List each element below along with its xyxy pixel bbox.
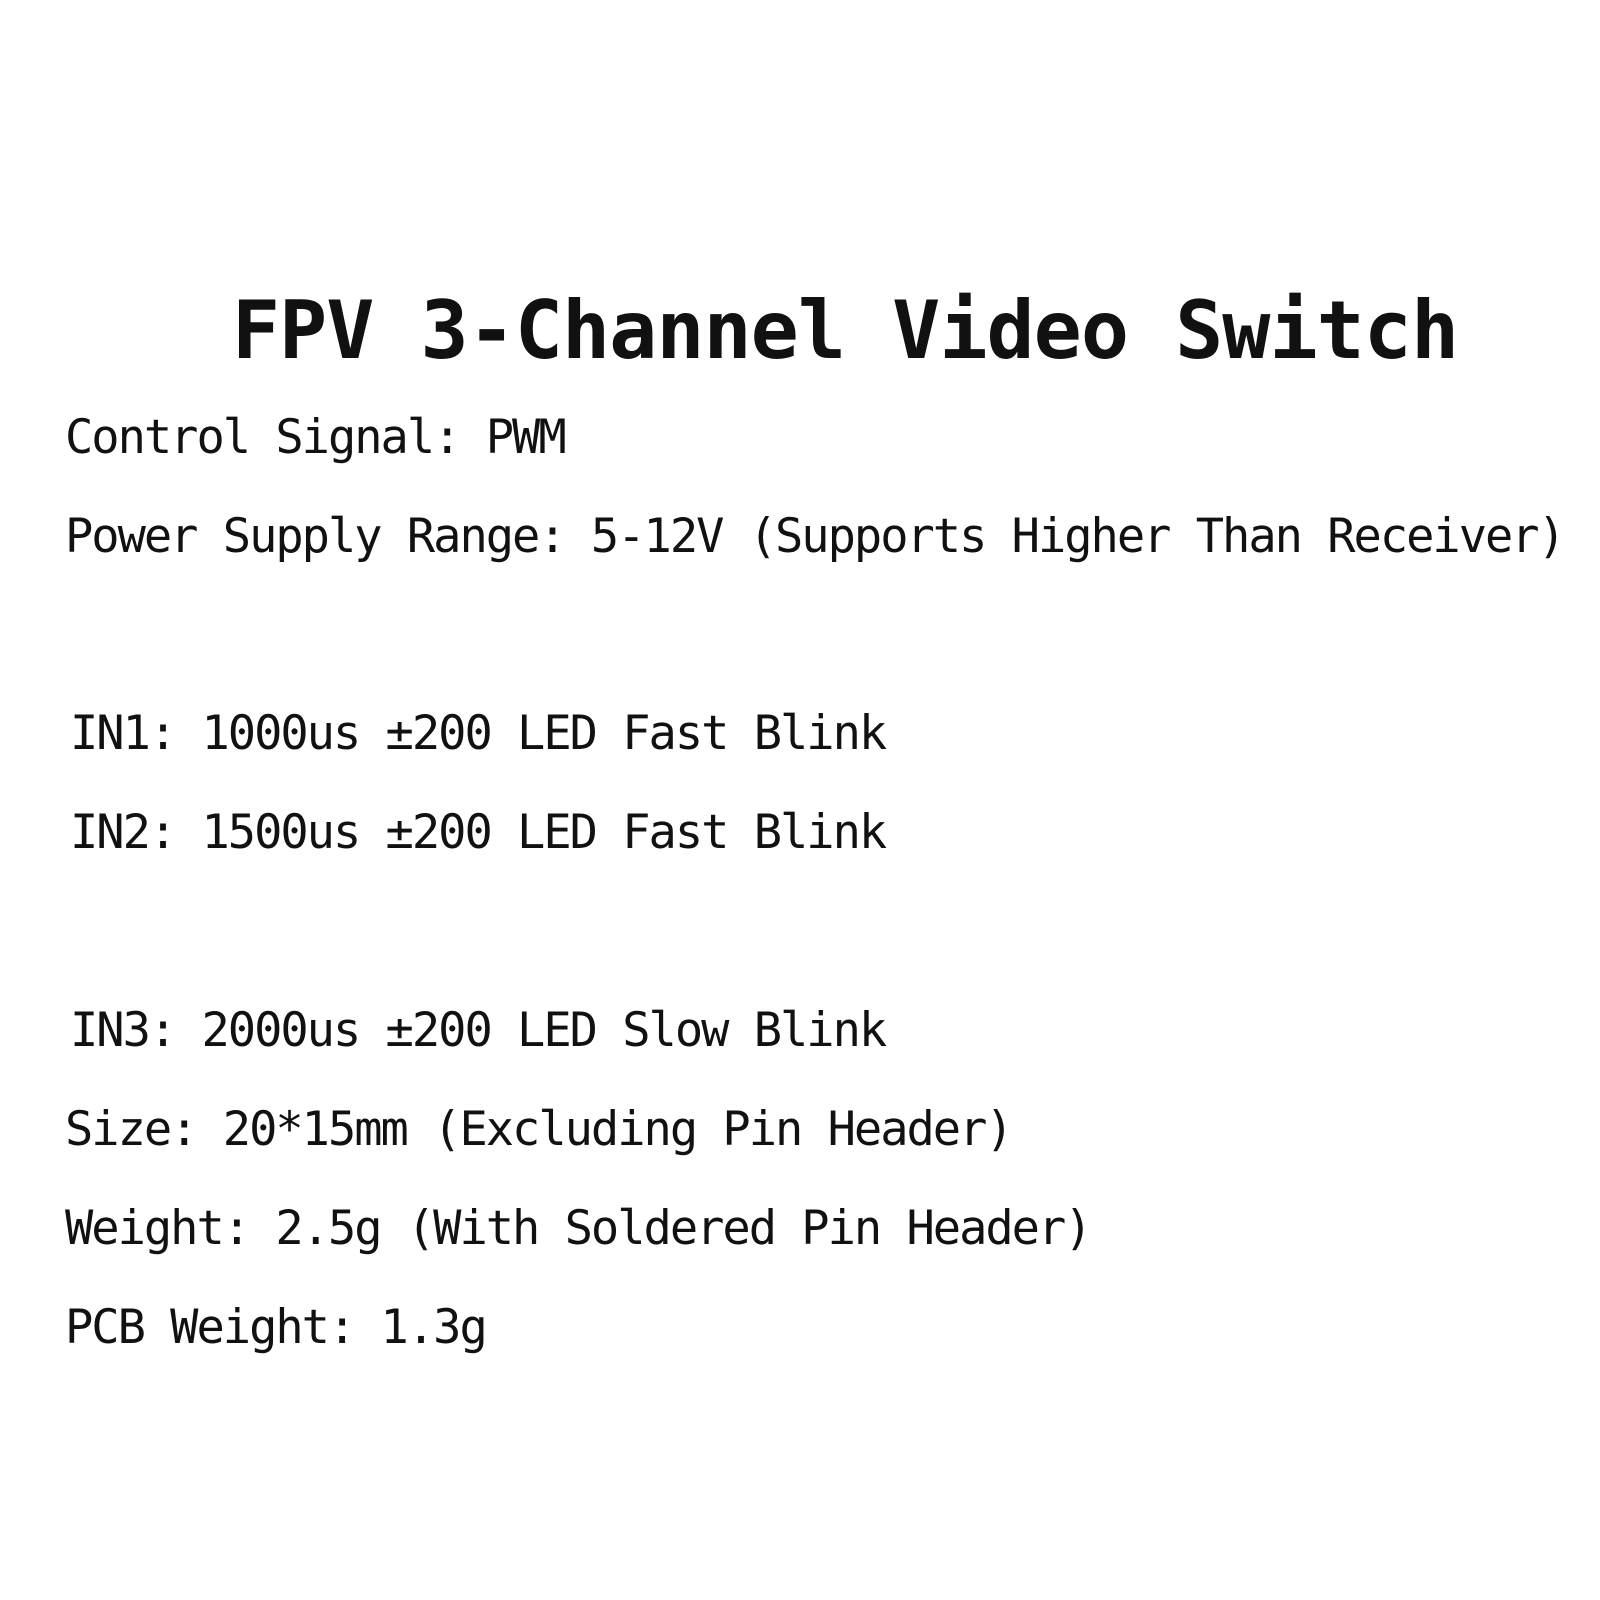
spec-control-signal: Control Signal: PWM [65, 410, 567, 465]
spec-in1: IN1: 1000us ±200 LED Fast Blink [70, 706, 887, 761]
spec-power-supply-range: Power Supply Range: 5-12V (Supports High… [65, 509, 1566, 564]
page-title: FPV 3-Channel Video Switch [0, 283, 1600, 379]
spec-weight: Weight: 2.5g (With Soldered Pin Header) [65, 1201, 1093, 1256]
spec-in2: IN2: 1500us ±200 LED Fast Blink [70, 805, 887, 860]
spec-in3: IN3: 2000us ±200 LED Slow Blink [70, 1003, 887, 1058]
spec-size: Size: 20*15mm (Excluding Pin Header) [65, 1102, 1014, 1157]
page-title-text: FPV 3-Channel Video Switch [231, 284, 1459, 377]
spec-pcb-weight: PCB Weight: 1.3g [65, 1300, 488, 1355]
